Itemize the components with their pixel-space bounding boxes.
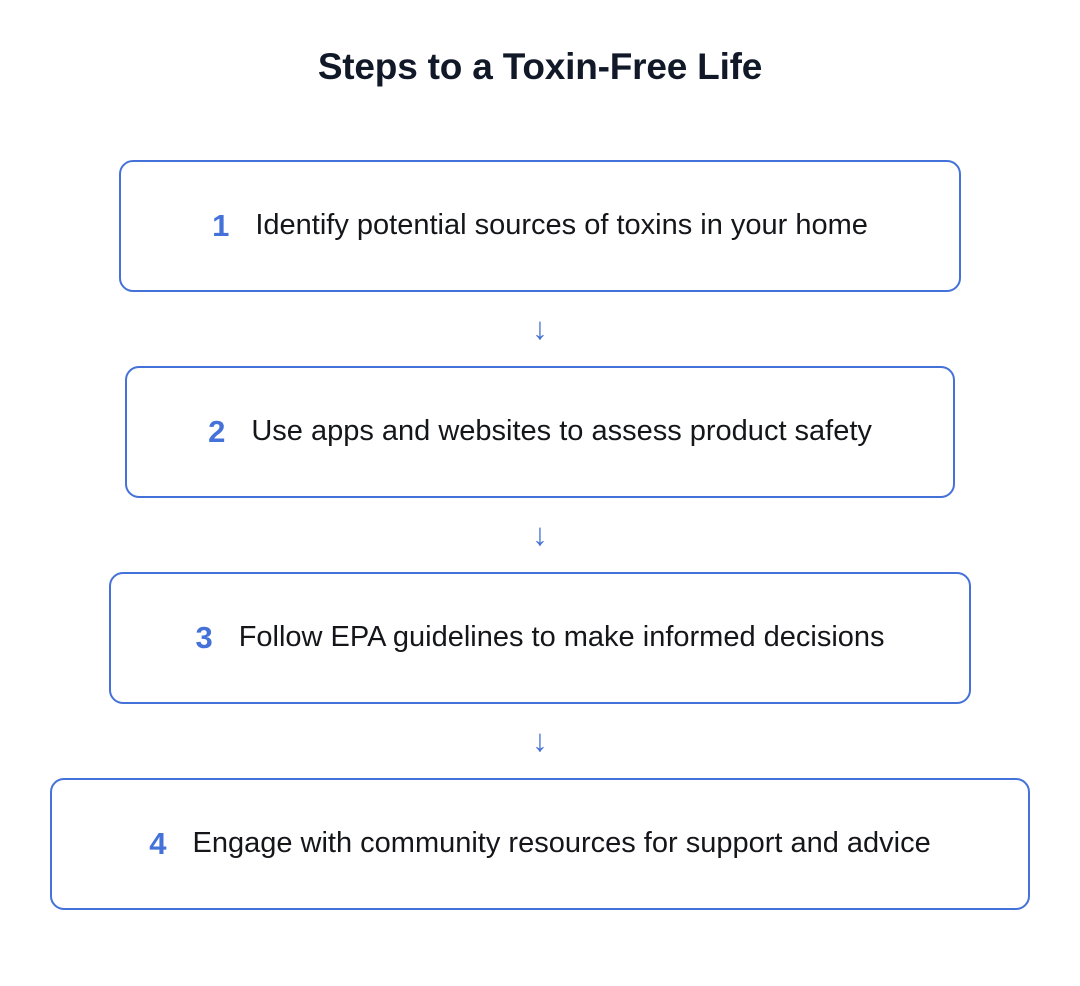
step-box-2[interactable]: 2 Use apps and websites to assess produc… [125,365,955,498]
step-row-1: 1 Identify potential sources of toxins i… [0,159,1080,292]
step-box-1[interactable]: 1 Identify potential sources of toxins i… [119,159,961,292]
step-number-3: 3 [195,620,213,656]
arrow-down-icon-3: ↓ [532,723,548,759]
step-number-1: 1 [212,208,230,244]
step-row-4: 4 Engage with community resources for su… [0,777,1080,910]
step-box-4[interactable]: 4 Engage with community resources for su… [50,777,1030,910]
step-box-3[interactable]: 3 Follow EPA guidelines to make informed… [109,571,971,704]
step-text-3: Follow EPA guidelines to make informed d… [238,621,885,654]
arrow-down-icon-2: ↓ [532,517,548,553]
step-text-2: Use apps and websites to assess product … [251,415,872,448]
step-number-4: 4 [149,826,167,862]
arrow-down-icon-1: ↓ [532,311,548,347]
step-text-4: Engage with community resources for supp… [192,827,931,860]
page-title: Steps to a Toxin-Free Life [317,46,763,87]
step-number-2: 2 [208,414,226,450]
step-row-2: 2 Use apps and websites to assess produc… [0,365,1080,498]
step-text-1: Identify potential sources of toxins in … [255,209,868,242]
step-row-3: 3 Follow EPA guidelines to make informed… [0,571,1080,704]
steps-flowchart: 1 Identify potential sources of toxins i… [0,159,1080,910]
